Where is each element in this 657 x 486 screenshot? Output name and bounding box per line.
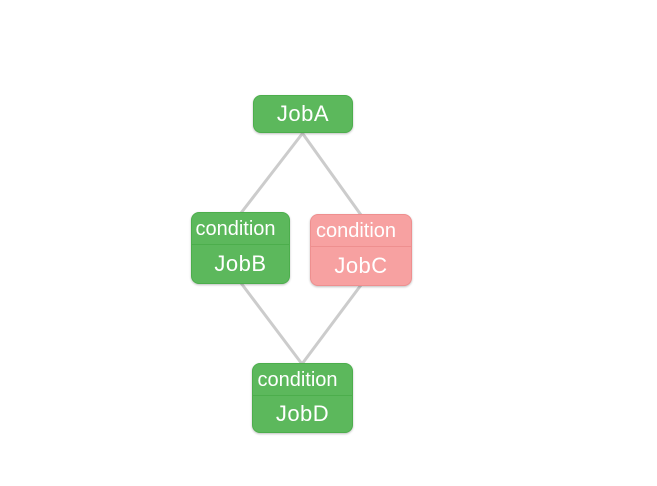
condition-label: condition [257,368,338,391]
node-condition-header: condition [253,364,352,396]
condition-label: condition [315,219,397,242]
condition-label: condition [195,217,276,240]
node-title: JobB [214,251,267,276]
node-condition-header: condition [192,213,289,245]
node-title: JobA [276,101,330,126]
edge-JobB-JobD [239,281,304,366]
edge-JobA-JobB [239,132,304,215]
node-condition-header: condition [311,215,411,247]
node-title: JobD [275,401,330,426]
edge-JobA-JobC [301,132,363,217]
node-title: JobC [334,253,388,278]
node-JobA[interactable]: JobA [253,95,353,133]
edge-JobC-JobD [300,283,363,366]
